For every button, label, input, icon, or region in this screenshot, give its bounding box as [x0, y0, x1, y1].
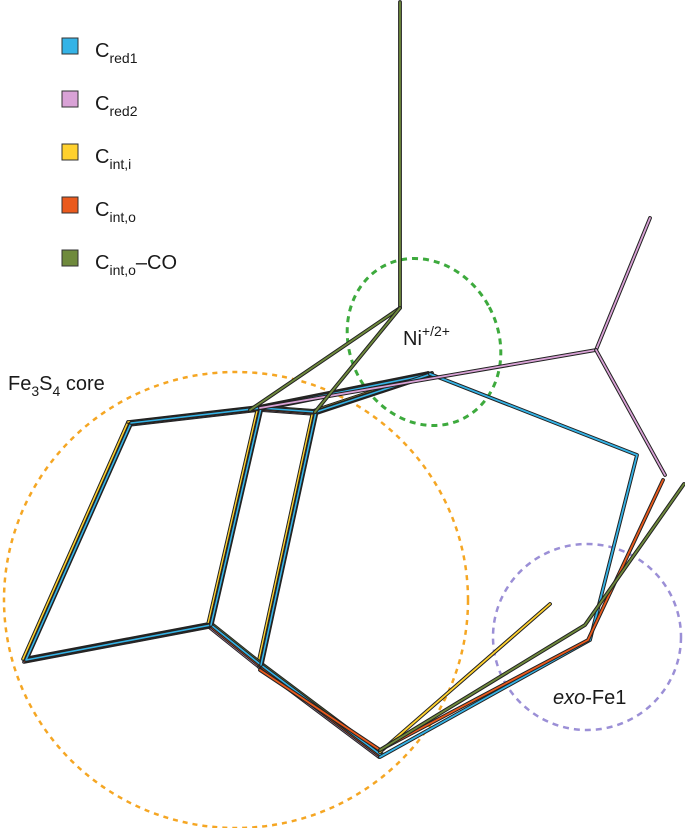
trace-cred1-1 — [130, 407, 262, 626]
trace-cintoco-exo-arm — [379, 483, 685, 751]
trace-cred1-0 — [25, 422, 382, 756]
trace-cinto-exo-arm — [259, 479, 664, 751]
trace-cinti-exo-arm — [379, 603, 551, 753]
legend-sub-cinto: int,o — [109, 209, 136, 225]
legend-swatch-cred1 — [61, 37, 79, 55]
trace-cred2-0-outline — [22, 423, 381, 759]
legend-sub-cred1: red1 — [109, 50, 137, 66]
legend-item-cred2: Cred2 — [61, 90, 138, 119]
trace-cred2-ni-arm-2 — [595, 349, 666, 476]
trace-cred2-0 — [23, 424, 380, 758]
svg-text:Cint,o–CO: Cint,o–CO — [95, 252, 177, 278]
trace-cred1-0-outline — [24, 421, 383, 757]
trace-cintoco-ni-bond — [314, 307, 401, 413]
legend-item-cred1: Cred1 — [61, 37, 138, 66]
svg-text:Cred1: Cred1 — [95, 40, 138, 66]
svg-text:Cred2: Cred2 — [95, 93, 138, 119]
trace-cintoco-1 — [131, 406, 263, 625]
trace-cred2-1-outline — [127, 408, 261, 629]
legend-label-cred2: C — [95, 93, 109, 115]
svg-text:Cint,o: Cint,o — [95, 199, 136, 225]
trace-cinti-0-outline — [21, 420, 380, 756]
legend-label-cinto: C — [95, 199, 109, 221]
exo-fe1-circle — [491, 542, 683, 732]
ni-label: Ni+/2+ — [403, 323, 450, 350]
trace-cintoco-0 — [26, 421, 383, 755]
fe3s4-core-circle — [2, 370, 470, 828]
legend-sub-cred2: red2 — [109, 103, 137, 119]
legend-label-cintoco: C — [95, 252, 109, 274]
trace-cred1-exo-arm — [379, 373, 638, 758]
legend: Cred1 Cred2 Cint,i Cint,o Cint,o–CO — [61, 37, 177, 278]
ni-region-ellipse — [345, 256, 503, 428]
trace-cinti-2 — [257, 406, 314, 665]
trace-cinto-0-outline — [23, 422, 382, 758]
trace-cintoco-1-outline — [130, 405, 264, 626]
trace-cintoco-ni-co — [249, 1, 401, 411]
cluster-structures — [21, 0, 685, 759]
fe3s4-core-label: Fe3S4 core — [8, 373, 105, 399]
exo-fe1-label: exo-Fe1 — [553, 687, 626, 709]
trace-cintoco-0-outline — [25, 420, 384, 756]
legend-label-cinti: C — [95, 146, 109, 168]
trace-cinti-0 — [22, 421, 379, 755]
trace-cred2-1 — [128, 409, 260, 628]
legend-swatch-cred2 — [61, 90, 79, 108]
trace-cred1-1-outline — [129, 406, 263, 627]
legend-label-cred1: C — [95, 40, 109, 62]
legend-swatch-cinti — [61, 143, 79, 161]
legend-item-cintoco: Cint,o–CO — [61, 249, 177, 278]
trace-cred1-2 — [260, 407, 317, 666]
trace-cinto-1-outline — [128, 407, 262, 628]
svg-text:Cint,i: Cint,i — [95, 146, 131, 172]
trace-cred2-ni-arm — [259, 217, 651, 409]
legend-suffix-cintoco: –CO — [136, 252, 177, 274]
legend-swatch-cintoco — [61, 249, 79, 267]
trace-cinto-0 — [24, 423, 381, 757]
legend-sub-cinti: int,i — [109, 156, 131, 172]
legend-sub-cintoco: int,o — [109, 262, 136, 278]
trace-cred2-ni-arm-outline — [258, 216, 652, 410]
legend-swatch-cinto — [61, 196, 79, 214]
legend-item-cinto: Cint,o — [61, 196, 136, 225]
legend-item-cinti: Cint,i — [61, 143, 131, 172]
trace-cinto-1 — [129, 408, 261, 627]
trace-cintoco-ni-co-outline — [248, 0, 402, 412]
